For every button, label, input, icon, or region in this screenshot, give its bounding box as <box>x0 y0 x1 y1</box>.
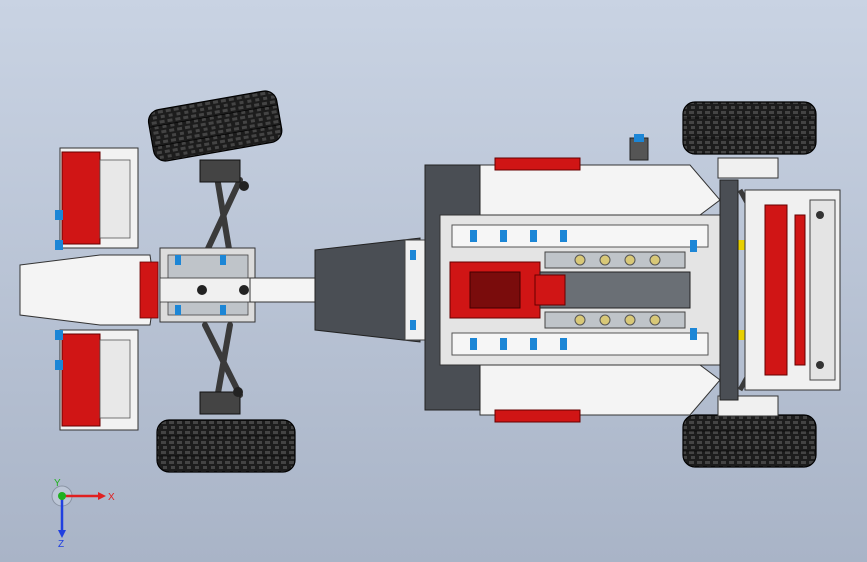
front-wing <box>55 147 139 431</box>
front-left-tire <box>147 90 283 162</box>
airbox <box>629 134 649 161</box>
engine-block <box>449 251 691 329</box>
sidepod-right <box>479 364 721 423</box>
nose-cone <box>19 254 159 326</box>
rear-left-tire <box>682 101 817 155</box>
rear-wing <box>744 189 841 391</box>
rear-right-tire <box>682 414 817 468</box>
cockpit-tub <box>314 237 426 343</box>
sidepod-left <box>479 157 721 216</box>
front-right-tire <box>156 419 296 473</box>
front-uprights <box>199 159 249 415</box>
x-axis-label: X <box>108 492 115 503</box>
y-axis-dot <box>58 492 66 500</box>
z-axis-arrow <box>58 530 66 538</box>
y-axis-label: Y <box>54 478 61 489</box>
orientation-triad: X Y Z <box>51 478 115 548</box>
x-axis-arrow <box>98 492 106 500</box>
z-axis-label: Z <box>58 539 64 548</box>
